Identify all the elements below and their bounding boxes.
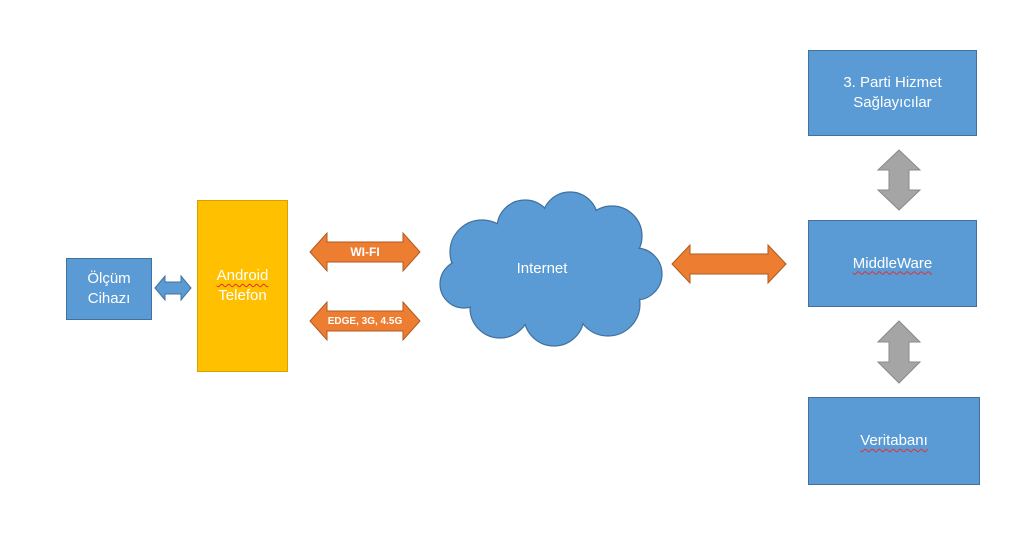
middleware-label: MiddleWare xyxy=(852,254,933,272)
ucuncu-parti-label-line1: 3. Parti Hizmet xyxy=(843,74,942,91)
parti-middleware-arrow xyxy=(876,149,922,211)
middleware-veritabani-arrow xyxy=(876,320,922,384)
android-telefon-label-line1: Android xyxy=(216,267,269,284)
olcum-cihazi-label-line1: Ölçüm xyxy=(87,270,131,287)
internet-middleware-arrow xyxy=(671,243,787,285)
ucuncu-parti-label-line2: Sağlayıcılar xyxy=(853,94,932,111)
android-telefon-box: Android Telefon xyxy=(197,200,288,372)
ucuncu-parti-box: 3. Parti Hizmet Sağlayıcılar xyxy=(808,50,977,136)
wifi-arrow xyxy=(309,231,421,273)
olcum-cihazi-box: Ölçüm Cihazı xyxy=(66,258,152,320)
olcum-android-arrow xyxy=(154,274,192,302)
middleware-box: MiddleWare xyxy=(808,220,977,307)
internet-cloud xyxy=(439,191,663,347)
mobile-data-label: EDGE, 3G, 4.5G xyxy=(327,315,403,327)
veritabani-box: Veritabanı xyxy=(808,397,980,485)
olcum-cihazi-label-line2: Cihazı xyxy=(87,290,131,307)
wifi-label: WI-FI xyxy=(350,245,380,259)
veritabani-label: Veritabanı xyxy=(860,432,928,449)
mobile-data-arrow xyxy=(309,300,421,342)
android-telefon-label-line2: Telefon xyxy=(218,287,267,304)
internet-label: Internet xyxy=(516,260,568,277)
